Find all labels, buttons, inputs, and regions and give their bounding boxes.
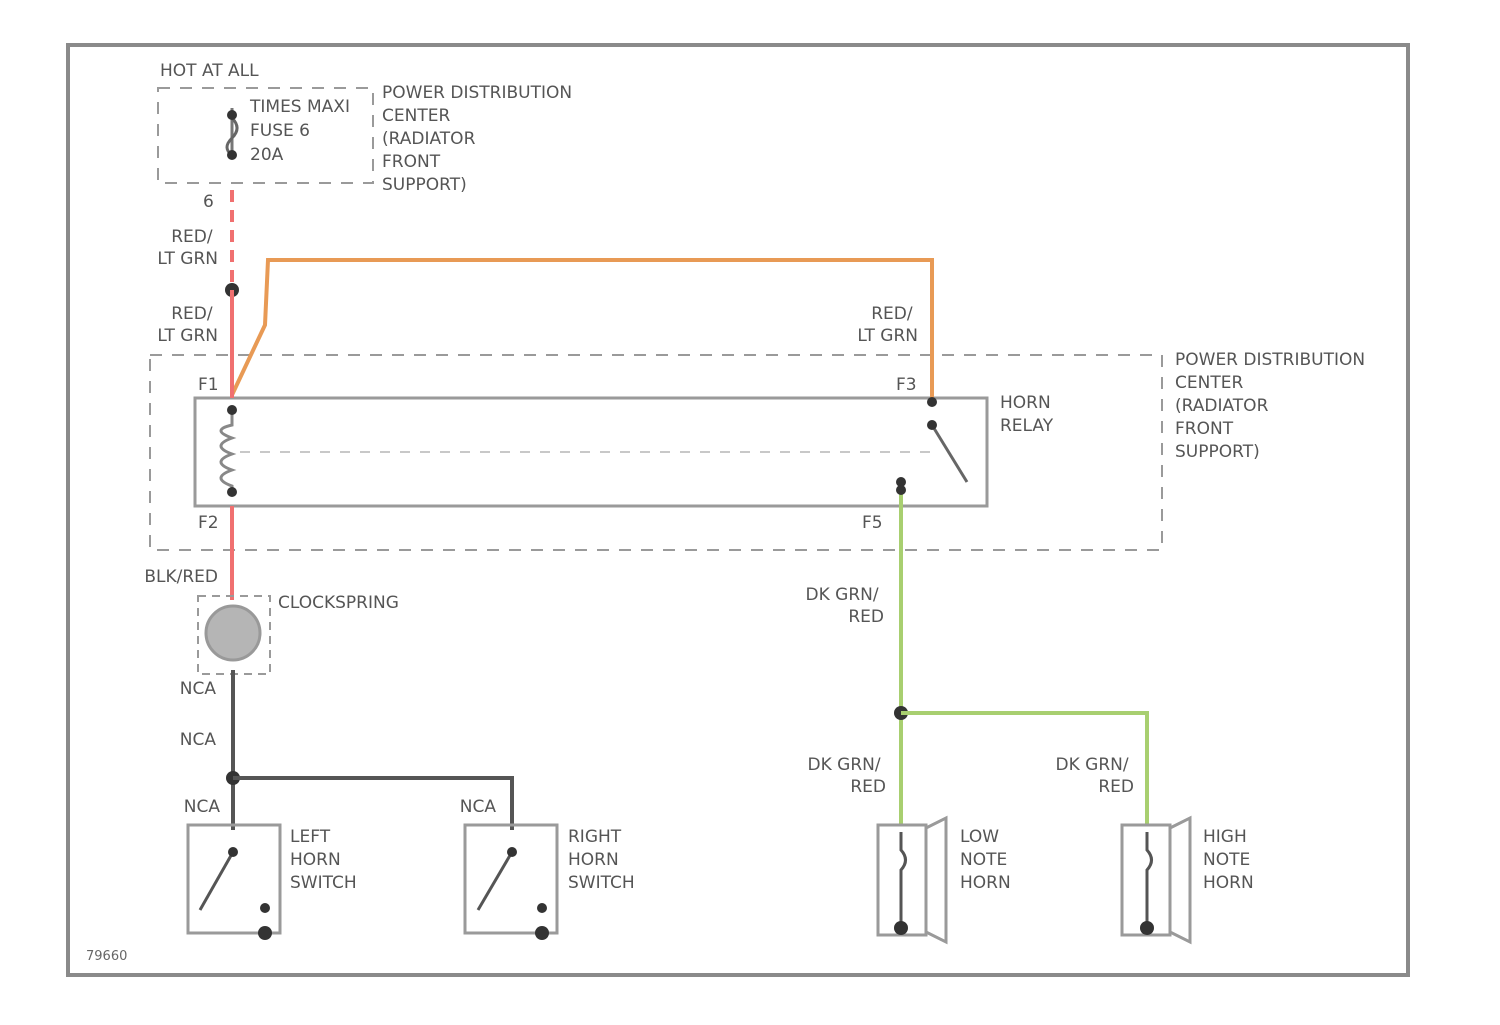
- low-note-horn-bell: [926, 818, 946, 942]
- label-fuse: TIMES MAXI FUSE 6 20A: [249, 97, 355, 165]
- low-note-horn-coil: [901, 832, 906, 928]
- label-nca-1: NCA: [180, 679, 217, 699]
- fuse-node-bottom: [227, 150, 237, 160]
- label-dk-grn-red-1: DK GRN/ RED: [806, 585, 884, 627]
- label-horn-relay: HORN RELAY: [1000, 393, 1056, 436]
- label-pin-f5: F5: [862, 513, 883, 533]
- pin-f2-node: [227, 487, 237, 497]
- label-low-note-horn: LOW NOTE HORN: [960, 827, 1013, 893]
- label-wire-red-lt-grn-2: RED/ LT GRN: [157, 304, 218, 346]
- label-pdc-right: POWER DISTRIBUTION CENTER (RADIATOR FRON…: [1175, 350, 1371, 462]
- low-note-horn-ground: [894, 921, 908, 935]
- high-note-horn-coil: [1147, 832, 1152, 928]
- clockspring-symbol: [206, 606, 260, 660]
- right-horn-switch-arm: [478, 852, 512, 910]
- label-pin-f3: F3: [896, 375, 917, 395]
- label-dk-grn-red-3: DK GRN/ RED: [1056, 755, 1134, 797]
- label-wire-red-lt-grn-3: RED/ LT GRN: [857, 304, 918, 346]
- pin-f5-node: [896, 485, 906, 495]
- label-clockspring: CLOCKSPRING: [278, 593, 399, 613]
- label-pin-6: 6: [203, 192, 214, 212]
- left-horn-switch-ground: [258, 926, 272, 940]
- pin-f3-node: [927, 397, 937, 407]
- label-nca-3: NCA: [184, 797, 221, 817]
- left-horn-switch-arm: [200, 852, 233, 910]
- label-hot-at-all: HOT AT ALL: [160, 61, 259, 81]
- relay-coil: [221, 412, 232, 495]
- wire-red-lt-grn-to-f3: [232, 260, 932, 398]
- relay-switch-pivot: [927, 420, 937, 430]
- left-horn-switch-contact: [260, 903, 270, 913]
- label-figure-id: 79660: [86, 949, 127, 964]
- label-dk-grn-red-2: DK GRN/ RED: [808, 755, 886, 797]
- left-horn-switch-box: [188, 825, 280, 933]
- label-nca-4: NCA: [460, 797, 497, 817]
- fuse-node-top: [227, 110, 237, 120]
- label-right-horn-switch: RIGHT HORN SWITCH: [568, 827, 635, 893]
- pin-f1-node: [227, 405, 237, 415]
- label-nca-2: NCA: [180, 730, 217, 750]
- label-pin-f1: F1: [198, 375, 219, 395]
- right-horn-switch-pivot: [507, 847, 517, 857]
- high-note-horn-bell: [1170, 818, 1190, 942]
- right-horn-switch-box: [465, 825, 557, 933]
- label-wire-red-lt-grn-1: RED/ LT GRN: [157, 227, 218, 269]
- high-note-horn-ground: [1140, 921, 1154, 935]
- right-horn-switch-contact: [537, 903, 547, 913]
- label-blk-red: BLK/RED: [144, 567, 218, 587]
- right-horn-switch-ground: [535, 926, 549, 940]
- label-pin-f2: F2: [198, 513, 219, 533]
- relay-switch-arm: [932, 425, 967, 482]
- label-pdc-top: POWER DISTRIBUTION CENTER (RADIATOR FRON…: [382, 83, 578, 195]
- label-left-horn-switch: LEFT HORN SWITCH: [290, 827, 357, 893]
- left-horn-switch-pivot: [228, 847, 238, 857]
- label-high-note-horn: HIGH NOTE HORN: [1203, 827, 1256, 893]
